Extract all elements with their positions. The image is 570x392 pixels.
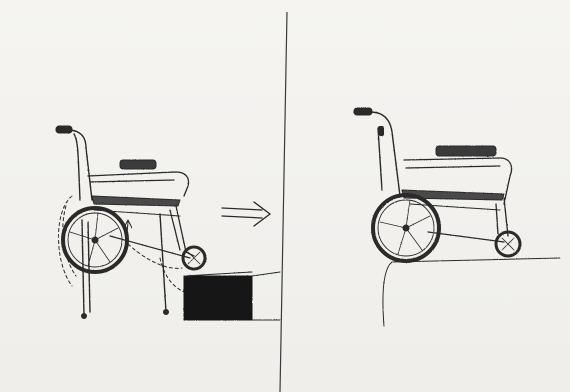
rear-wheel bbox=[63, 208, 127, 272]
arrow-right-icon bbox=[222, 202, 270, 226]
step-block bbox=[184, 272, 280, 320]
back-frame bbox=[370, 112, 400, 196]
raised-ground bbox=[383, 258, 560, 326]
front-frame bbox=[496, 198, 508, 236]
armrest-pad bbox=[436, 146, 496, 156]
back-frame bbox=[70, 130, 92, 200]
seat bbox=[92, 196, 180, 206]
front-caster-wheel bbox=[183, 247, 205, 269]
rear-wheel bbox=[373, 195, 439, 261]
right-panel bbox=[354, 108, 560, 326]
armrest-frame bbox=[88, 172, 189, 196]
armrest-pad bbox=[120, 160, 156, 169]
push-handle-grip bbox=[354, 108, 372, 115]
panel-divider bbox=[280, 12, 287, 392]
left-panel bbox=[56, 126, 280, 320]
